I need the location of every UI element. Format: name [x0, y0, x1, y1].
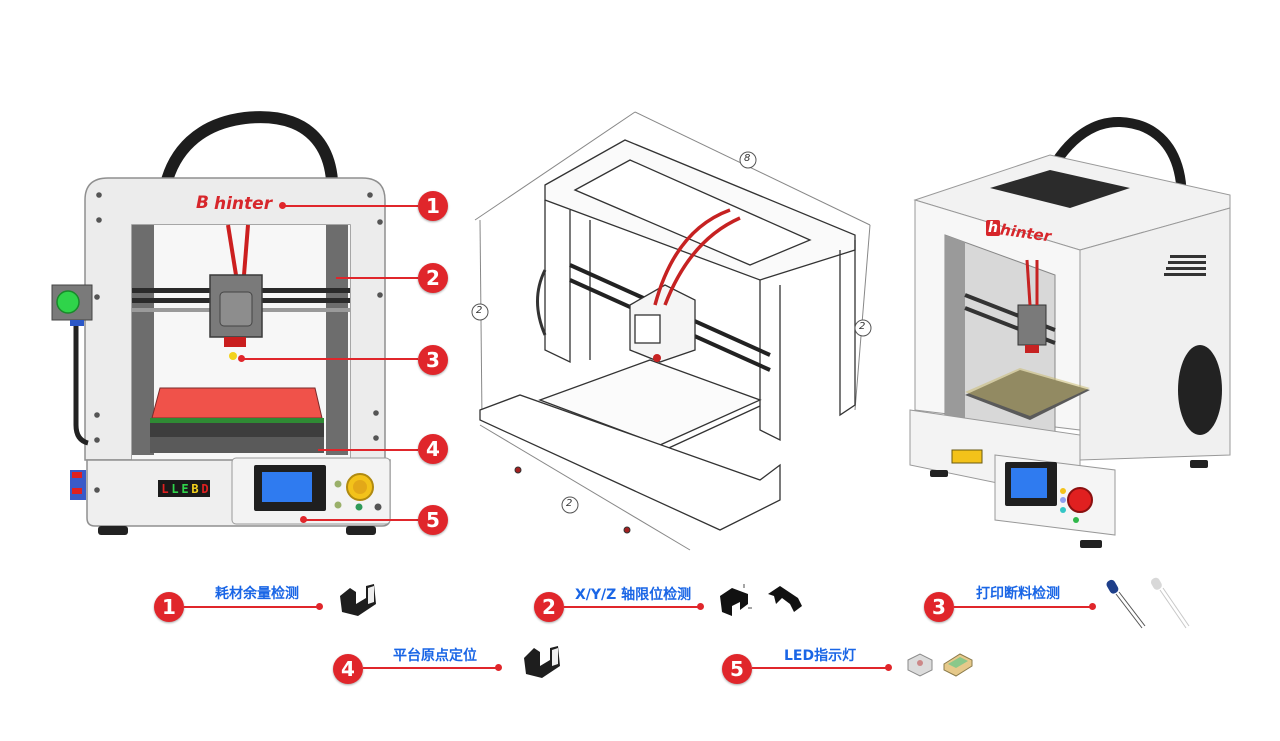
- dimension-label-top: 8: [744, 153, 751, 164]
- led-char: L: [171, 481, 179, 496]
- callout-1-anchor: [279, 202, 286, 209]
- legend-item-4: 4 平台原点定位: [0, 570, 580, 690]
- callout-3-badge: 3: [418, 345, 448, 375]
- dimension-label-left: 2: [476, 305, 483, 316]
- led-char: D: [201, 481, 209, 496]
- callout-5-leader: [304, 519, 418, 521]
- printer-sketch-illustration: [471, 111, 872, 551]
- printer-sketch-view: 8 2 2 2: [460, 100, 890, 560]
- legend-leader-2: [564, 606, 700, 608]
- legend-label-4: 平台原点定位: [393, 648, 477, 664]
- legend-label-2: X/Y/Z 轴限位检测: [575, 587, 692, 603]
- legend-badge-1: 1: [154, 592, 184, 622]
- led-char: E: [181, 481, 189, 496]
- callout-1-leader: [283, 205, 418, 207]
- printer-front-illustration: [51, 111, 391, 535]
- legend-leader-dot-2: [697, 603, 704, 610]
- legend-item-1: 1 耗材余量检测: [0, 570, 400, 630]
- legend-label-1: 耗材余量检测: [215, 586, 299, 602]
- callout-2-badge: 2: [418, 263, 448, 293]
- ir-led-pair-icon: [1106, 577, 1190, 629]
- dimension-label-right: 2: [859, 321, 866, 332]
- legend-badge-2: 2: [534, 592, 564, 622]
- legend-item-2: 2 X/Y/Z 轴限位检测: [0, 570, 820, 630]
- extruder-head: [209, 274, 263, 338]
- callout-1-badge: 1: [418, 191, 448, 221]
- brand-name: hinter: [214, 194, 273, 214]
- slot-optocoupler-icon: [340, 584, 376, 616]
- legend-leader-dot-4: [495, 664, 502, 671]
- slot-optocoupler-icon: [524, 646, 560, 678]
- led-display: L L E B D: [160, 480, 210, 497]
- callout-3-anchor: [238, 355, 245, 362]
- nozzle-sensor-dot: [229, 352, 237, 360]
- smd-led-pair-icon: [907, 653, 973, 677]
- print-bed: [151, 387, 323, 419]
- legend-label-5: LED指示灯: [784, 648, 857, 664]
- legend-badge-3: 3: [924, 592, 954, 622]
- legend-item-3: 3 打印断料检测: [0, 570, 1200, 640]
- legend-leader-5: [752, 667, 888, 669]
- legend-badge-5: 5: [722, 654, 752, 684]
- legend-leader-3: [954, 606, 1092, 608]
- brand-mark: B: [196, 193, 209, 213]
- led-strip-housing: [158, 480, 210, 497]
- callout-4-leader: [318, 449, 418, 451]
- lcd-screen: [262, 472, 312, 502]
- legend-leader-1: [184, 606, 320, 608]
- callout-2-leader: [336, 277, 418, 279]
- printer-enclosed-view: h hinter: [900, 100, 1250, 560]
- legend-badge-4: 4: [333, 654, 363, 684]
- led-char: L: [161, 481, 169, 496]
- led-char: B: [191, 481, 199, 496]
- callout-4-badge: 4: [418, 434, 448, 464]
- legend-leader-dot-3: [1089, 603, 1096, 610]
- slot-optocoupler-pair-icon: [720, 584, 802, 616]
- enclosed-stop-button: [1067, 487, 1093, 513]
- callout-5-anchor: [300, 516, 307, 523]
- legend: 1 耗材余量检测 2 X/Y/Z 轴限位检测 3 打印断料检测: [0, 570, 1280, 741]
- legend-leader-dot-1: [316, 603, 323, 610]
- legend-label-3: 打印断料检测: [976, 586, 1060, 602]
- printer-front-view: B hinter L L E B D 1 2 3 4 5: [0, 0, 470, 560]
- dimension-label-bottom: 2: [566, 498, 573, 509]
- enclosed-brand-mark: h: [986, 220, 1000, 236]
- legend-leader-4: [363, 667, 499, 669]
- callout-5-badge: 5: [418, 505, 448, 535]
- legend-leader-dot-5: [885, 664, 892, 671]
- printer-enclosed-illustration: [909, 116, 1231, 548]
- legend-item-5: 5 LED指示灯: [0, 570, 980, 690]
- enclosed-lcd-screen: [1011, 468, 1047, 498]
- callout-3-leader: [242, 358, 418, 360]
